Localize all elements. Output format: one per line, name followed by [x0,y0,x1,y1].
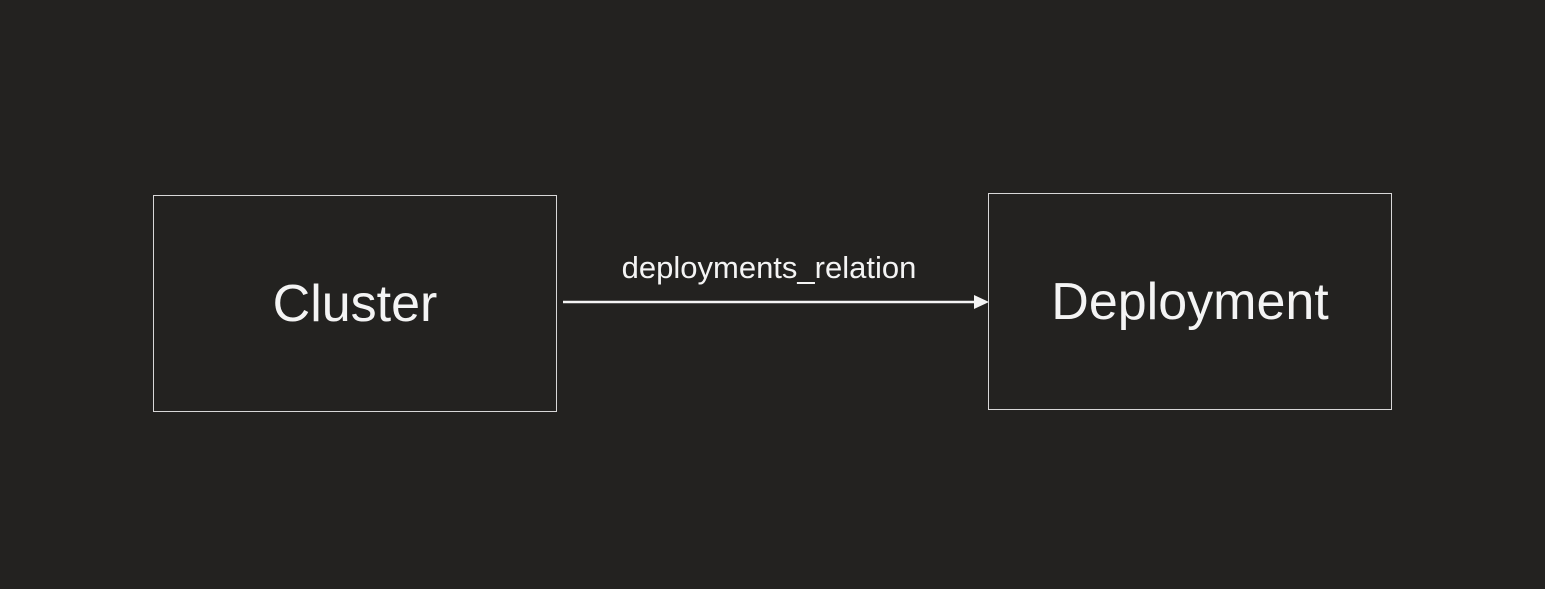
arrowhead-icon [974,295,989,309]
node-cluster[interactable]: Cluster [153,195,557,412]
node-label-deployment: Deployment [1051,272,1329,331]
edge-label-deployments-relation: deployments_relation [621,250,917,285]
node-deployment[interactable]: Deployment [988,193,1392,410]
node-label-cluster: Cluster [272,274,438,333]
